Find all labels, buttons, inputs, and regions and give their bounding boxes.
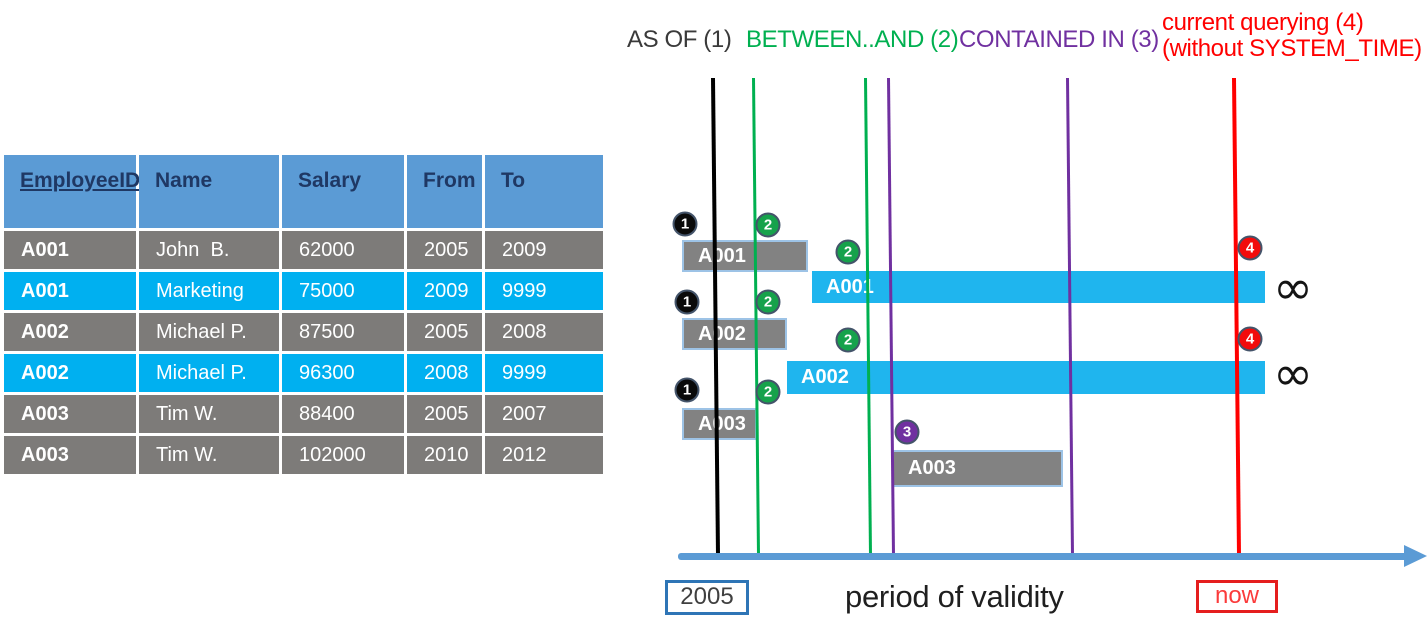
table-cell-from: 2005 — [407, 231, 482, 269]
legend-current-querying: current querying (4)(without SYSTEM_TIME… — [1162, 10, 1422, 62]
table-cell-id: A003 — [4, 436, 136, 474]
legend-current-querying-text: (without SYSTEM_TIME) — [1162, 35, 1422, 62]
validity-bar-a003: A003 — [682, 408, 757, 440]
column-header-salary: Salary — [282, 155, 404, 228]
step-badge-4: 4 — [1237, 326, 1263, 352]
step-badge-1: 1 — [674, 377, 700, 403]
timeline-contained-start-line — [886, 77, 895, 556]
now-box: now — [1196, 580, 1278, 613]
table-cell-name: Tim W. — [139, 395, 279, 433]
step-badge-2: 2 — [835, 327, 861, 353]
table-cell-to: 2012 — [485, 436, 603, 474]
step-badge-2: 2 — [755, 212, 781, 238]
timeline-contained-end-line — [1065, 77, 1074, 556]
step-badge-2: 2 — [755, 379, 781, 405]
table-cell-from: 2008 — [407, 354, 482, 392]
table-cell-id: A002 — [4, 313, 136, 351]
table-cell-from: 2010 — [407, 436, 482, 474]
legend-current-querying-text: current querying (4) — [1162, 9, 1364, 36]
legend-as-of: AS OF (1) — [627, 26, 732, 53]
table-cell-salary: 88400 — [282, 395, 404, 433]
table-cell-salary: 75000 — [282, 272, 404, 310]
table-cell-id: A001 — [4, 231, 136, 269]
timeline-as-of-line — [711, 77, 721, 556]
table-cell-to: 9999 — [485, 354, 603, 392]
step-badge-1: 1 — [674, 289, 700, 315]
table-cell-name: Michael P. — [139, 313, 279, 351]
legend-as-of-text: AS OF (1) — [627, 26, 732, 53]
table-cell-name: Marketing — [139, 272, 279, 310]
step-badge-1: 1 — [672, 211, 698, 237]
infinity-icon: ∞ — [1273, 260, 1313, 316]
table-cell-from: 2005 — [407, 313, 482, 351]
step-badge-4: 4 — [1237, 235, 1263, 261]
timeline-between-start-line — [751, 77, 760, 556]
table-cell-to: 2008 — [485, 313, 603, 351]
table-cell-from: 2005 — [407, 395, 482, 433]
column-header-to: To — [485, 155, 603, 228]
validity-bar-a002: A002 — [682, 318, 787, 350]
column-header-from: From — [407, 155, 482, 228]
table-cell-name: Tim W. — [139, 436, 279, 474]
validity-bar-a001: A001 — [682, 240, 808, 272]
table-cell-salary: 102000 — [282, 436, 404, 474]
table-cell-salary: 87500 — [282, 313, 404, 351]
step-badge-2: 2 — [835, 239, 861, 265]
step-badge-2: 2 — [755, 289, 781, 315]
table-cell-name: Michael P. — [139, 354, 279, 392]
legend-between-and-text: BETWEEN..AND (2) — [746, 26, 959, 53]
legend-between-and: BETWEEN..AND (2) — [746, 26, 959, 53]
time-axis — [678, 553, 1408, 560]
infinity-icon: ∞ — [1273, 346, 1313, 402]
year-2005-box: 2005 — [665, 580, 749, 615]
table-cell-id: A001 — [4, 272, 136, 310]
table-cell-salary: 62000 — [282, 231, 404, 269]
period-of-validity-label: period of validity — [845, 579, 1064, 614]
legend-contained-in-text: CONTAINED IN (3) — [959, 26, 1159, 53]
step-badge-3: 3 — [894, 419, 920, 445]
table-cell-id: A002 — [4, 354, 136, 392]
table-cell-id: A003 — [4, 395, 136, 433]
time-axis-arrowhead — [1404, 545, 1427, 567]
table-cell-to: 9999 — [485, 272, 603, 310]
table-cell-salary: 96300 — [282, 354, 404, 392]
table-cell-name: John B. — [139, 231, 279, 269]
validity-bar-a001: A001 — [812, 271, 1265, 303]
table-cell-to: 2007 — [485, 395, 603, 433]
validity-bar-a003: A003 — [892, 450, 1063, 487]
timeline-between-end-line — [863, 77, 872, 556]
column-header-employeeid: EmployeeID — [4, 155, 140, 228]
column-header-name: Name — [139, 155, 279, 228]
legend-contained-in: CONTAINED IN (3) — [959, 27, 1159, 53]
table-cell-from: 2009 — [407, 272, 482, 310]
validity-bar-a002: A002 — [787, 361, 1265, 394]
table-cell-to: 2009 — [485, 231, 603, 269]
timeline-now-line — [1232, 77, 1242, 556]
